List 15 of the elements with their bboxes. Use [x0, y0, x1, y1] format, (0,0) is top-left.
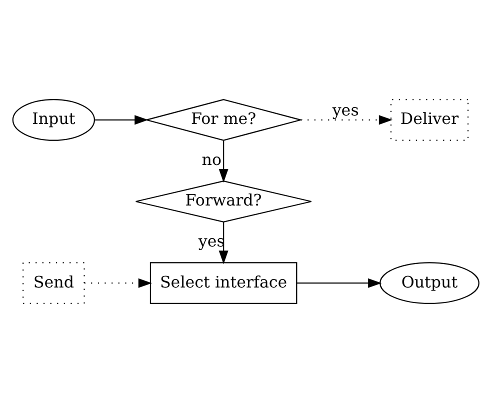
- arrow: [296, 278, 382, 288]
- edge-label: yes: [332, 100, 359, 120]
- arrow: [218, 140, 228, 183]
- arrow: [84, 278, 152, 288]
- node-box: Deliver: [390, 98, 469, 141]
- node-diamond: Forward?: [135, 180, 312, 222]
- edge-label: no: [202, 150, 222, 169]
- node-ellipse: Output: [380, 262, 480, 304]
- arrow: [218, 222, 228, 264]
- arrow: [94, 115, 148, 125]
- arrow: [300, 115, 393, 125]
- node-ellipse: Input: [12, 98, 96, 141]
- node-diamond: For me?: [144, 98, 303, 141]
- node-box: Send: [22, 262, 85, 304]
- node-box: Select interface: [150, 262, 298, 304]
